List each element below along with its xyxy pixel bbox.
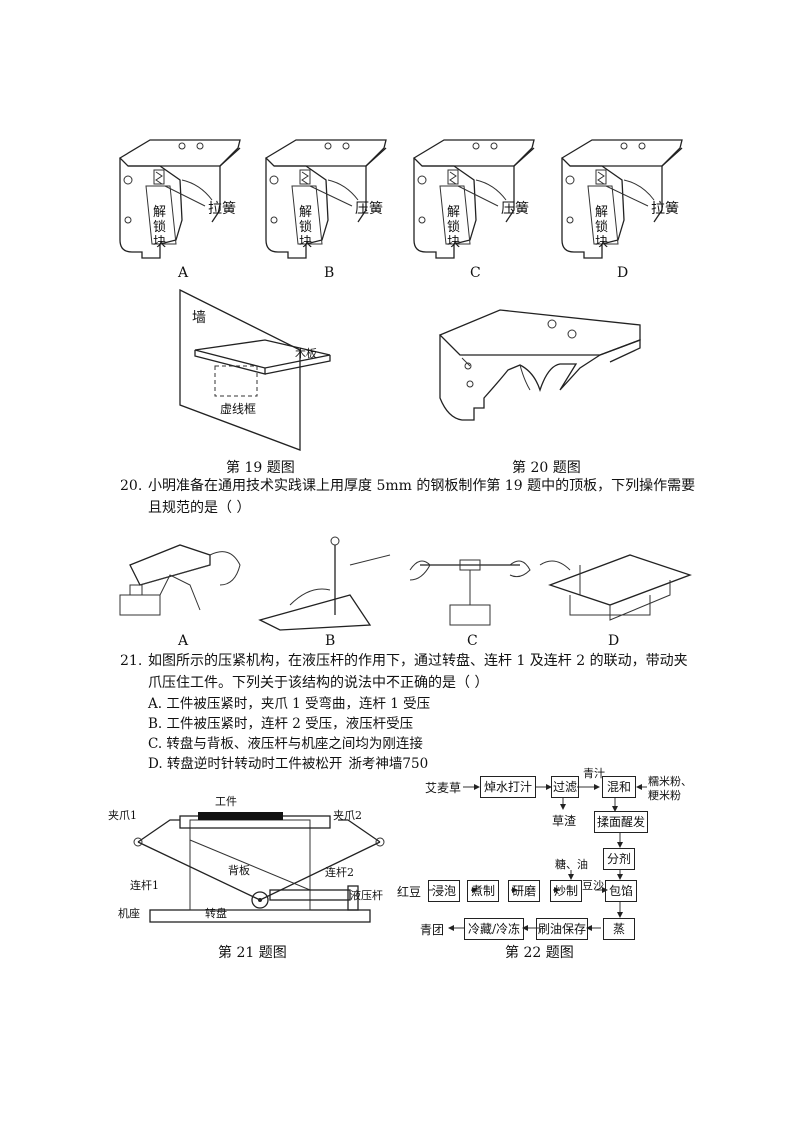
unlock-block-label-c: 解锁块: [447, 205, 461, 250]
fig19-options-figure: [119, 139, 683, 259]
fig21-link2-label: 连杆2: [325, 866, 354, 879]
fig22-node-steam: 蒸: [603, 918, 635, 940]
q21-option-a: A. 工件被压紧时，夹爪 1 受弯曲，连杆 1 受压: [148, 696, 431, 712]
board-label: 木板: [295, 347, 317, 360]
q20-option-a: A: [178, 633, 189, 649]
fig22-node-grind: 研磨: [508, 880, 540, 902]
fig22-input-red-bean: 红豆: [397, 885, 422, 899]
fig21-backplate-label: 背板: [228, 864, 250, 877]
watermark-text: 浙考神墙750: [348, 756, 429, 772]
fig22-caption: 第 22 题图: [505, 945, 574, 961]
q21-option-d: D. 转盘逆时针转动时工件被松开浙考神墙750: [148, 756, 429, 772]
q20-text-line2: 且规范的是（ ）: [148, 500, 251, 516]
fig22-label-juice: 青汁: [583, 767, 605, 780]
q20-option-b: B: [325, 633, 336, 649]
fig20-caption: 第 20 题图: [512, 460, 581, 476]
fig21-workpiece-label: 工件: [215, 795, 237, 808]
fig21-caption: 第 21 题图: [218, 945, 287, 961]
fig19-option-c-spring-label: 压簧: [501, 201, 529, 217]
fig19-option-c-letter: C: [470, 265, 481, 281]
q20-number: 20.: [120, 478, 143, 494]
q20-text-line1: 小明准备在通用技术实践课上用厚度 5mm 的钢板制作第 19 题中的顶板，下列操…: [148, 478, 696, 494]
fig22-node-mix: 混和: [602, 776, 636, 798]
fig19-option-b-letter: B: [324, 265, 335, 281]
fig22-node-divide: 分剂: [603, 848, 635, 870]
fig21-claw2-label: 夹爪2: [333, 809, 362, 822]
fig22-node-boil: 煮制: [467, 880, 499, 902]
fig22-node-stuff: 包馅: [605, 880, 637, 902]
fig21-claw1-label: 夹爪1: [108, 809, 137, 822]
unlock-block-label-b: 解锁块: [299, 205, 313, 250]
fig22-label-residue: 草渣: [552, 814, 577, 828]
fig21-turntable-label: 转盘: [205, 907, 227, 920]
fig22-node-brush-oil: 刷油保存: [536, 918, 588, 940]
fig22-label-bean-paste: 豆沙: [582, 879, 604, 892]
fig19-option-d-letter: D: [617, 265, 629, 281]
q20-operation-images: [119, 536, 692, 631]
q20-option-c: C: [467, 633, 478, 649]
fig21-link1-label: 连杆1: [130, 879, 159, 892]
fig22-node-blanch: 焯水打汁: [480, 776, 536, 798]
fig21-hydraulic-label: 液压杆: [350, 889, 383, 902]
fig22-node-refrigerate: 冷藏/冷冻: [464, 918, 524, 940]
fig22-input-ai-grass: 艾麦草: [425, 781, 462, 795]
fig22-node-filter: 过滤: [551, 776, 579, 798]
q21-text-line2: 爪压住工件。下列关于该结构的说法中不正确的是（ ）: [148, 675, 489, 691]
fig19-option-a-spring-label: 拉簧: [208, 201, 236, 217]
fig21-base-label: 机座: [118, 907, 140, 920]
wall-label: 墙: [192, 310, 206, 326]
fig22-label-sugar-oil: 糖、油: [555, 858, 588, 871]
dashed-frame-label: 虚线框: [220, 402, 257, 416]
q21-number: 21.: [120, 653, 143, 669]
unlock-block-label-a: 解锁块: [153, 205, 167, 250]
q21-option-c: C. 转盘与背板、液压杆与机座之间均为刚连接: [148, 736, 423, 752]
fig19-option-d-spring-label: 拉簧: [651, 201, 679, 217]
fig22-node-stir-fry: 炒制: [550, 880, 582, 902]
q21-text-line1: 如图所示的压紧机构，在液压杆的作用下，通过转盘、连杆 1 及连杆 2 的联动，带…: [148, 653, 688, 669]
fig22-node-knead: 揉面醒发: [594, 811, 648, 833]
q21-option-b: B. 工件被压紧时，连杆 2 受压，液压杆受压: [148, 716, 414, 732]
fig22-label-flour: 糯米粉、粳米粉: [648, 775, 692, 802]
fig21-clamping-mechanism: [133, 812, 385, 923]
unlock-block-label-d: 解锁块: [595, 205, 609, 250]
fig19-option-a-letter: A: [178, 265, 189, 281]
fig22-node-soak: 浸泡: [428, 880, 460, 902]
fig19-fig20-figures: [179, 288, 641, 451]
fig19-option-b-spring-label: 压簧: [355, 201, 383, 217]
fig19-caption: 第 19 题图: [226, 460, 295, 476]
fig22-output-qingtuan: 青团: [420, 923, 445, 937]
q20-option-d: D: [608, 633, 620, 649]
fig22-flowchart-lines: [429, 784, 647, 931]
